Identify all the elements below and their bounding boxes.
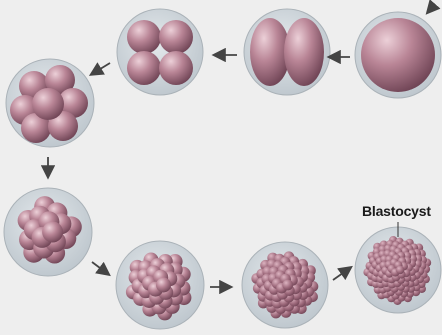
arrow-5-to-6: [92, 262, 108, 274]
stage-7-late-morula: [242, 242, 328, 328]
stage-1-zygote: [355, 12, 441, 98]
cell: [42, 222, 63, 243]
blastocyst-label: Blastocyst: [362, 203, 431, 219]
stage-5-sixteen-cells: [4, 188, 92, 276]
arrow-7-to-8: [333, 268, 350, 280]
stage-3-four-cells: [117, 9, 203, 95]
stage-2-two-cells: [244, 9, 330, 95]
stage-6-morula: [116, 241, 204, 329]
cell: [396, 266, 404, 274]
cell: [156, 278, 171, 293]
arrow-top-right: [428, 4, 435, 12]
cell: [282, 280, 293, 291]
stage-4-eight-cells: [6, 59, 94, 147]
stage-8-blastocyst: [355, 227, 441, 313]
arrow-3-to-4: [92, 63, 110, 74]
